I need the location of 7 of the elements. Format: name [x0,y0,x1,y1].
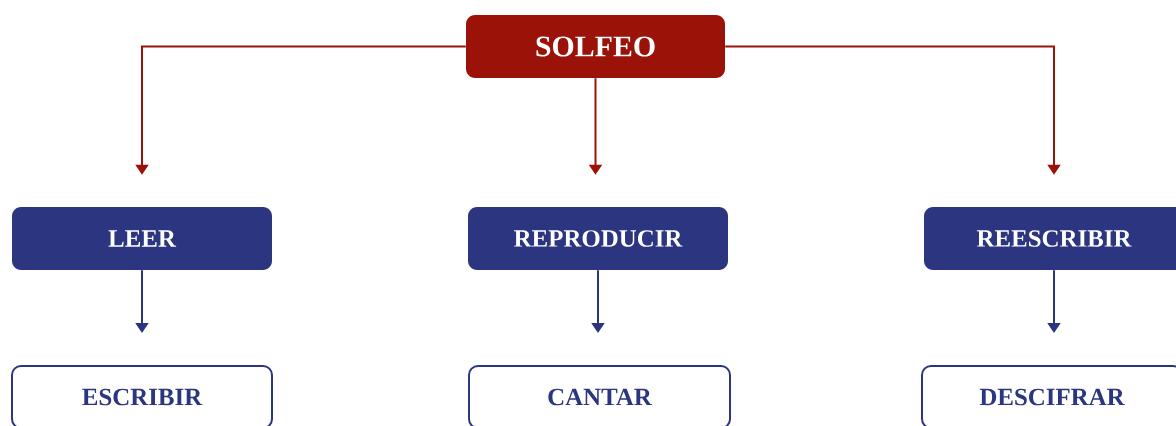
skill-box: DESCIFRAR [921,365,1176,426]
title-box: SOLFEO [466,15,725,78]
category-box: REPRODUCIR [468,207,728,270]
category-box: LEER [12,207,272,270]
category-box: REESCRIBIR [924,207,1176,270]
skill-box: ESCRIBIR [11,365,273,426]
skill-box: CANTAR [468,365,731,426]
